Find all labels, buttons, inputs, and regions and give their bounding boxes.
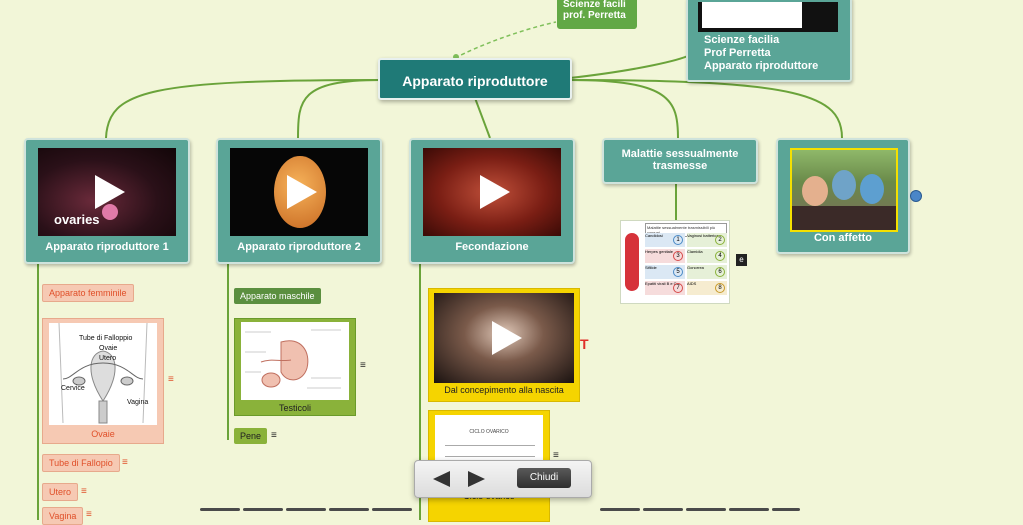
note-icon[interactable]: e: [736, 254, 747, 266]
lines-icon[interactable]: ≡: [360, 360, 366, 371]
topic-label: Fecondazione: [455, 241, 529, 253]
testicoli-image-card[interactable]: Testicoli: [234, 318, 356, 416]
ovaie-image-card[interactable]: Tube di Falloppio Ovaie Utero Cervice Va…: [42, 318, 164, 444]
topic-apparato-riproduttore-2[interactable]: Apparato riproduttore 2: [216, 138, 382, 264]
photo-thumbnail[interactable]: [790, 148, 898, 232]
infographic-title: Malattie sessualmente trasmissibili più …: [645, 223, 727, 237]
subtopic-label: Apparato maschile: [240, 291, 315, 301]
lines-icon[interactable]: ≡: [86, 509, 92, 520]
progress-segment[interactable]: [600, 508, 640, 511]
topic-malattie-sessualmente-trasmesse[interactable]: Malattie sessualmente trasmesse: [602, 138, 758, 184]
video-thumbnail[interactable]: ovaries: [38, 148, 176, 236]
globe-icon[interactable]: [910, 190, 922, 202]
previous-button[interactable]: [431, 469, 453, 489]
subtopic-label: Pene: [240, 431, 262, 441]
card-caption: Testicoli: [278, 403, 311, 413]
close-button-label: Chiudi: [529, 472, 559, 483]
lines-icon[interactable]: ≡: [553, 450, 559, 461]
diagram-label: Cervice: [61, 385, 85, 392]
central-topic-title: Apparato riproduttore: [402, 73, 548, 89]
callout-scienze-facili[interactable]: Scienze facili prof. Perretta: [557, 0, 637, 29]
lines-icon[interactable]: ≡: [122, 457, 128, 468]
play-icon[interactable]: [287, 175, 317, 209]
diagram-label: Utero: [99, 355, 117, 362]
close-button[interactable]: Chiudi: [517, 468, 571, 488]
diagram-label: Ovaie: [99, 345, 118, 352]
subtopic-pene[interactable]: Pene: [234, 428, 268, 444]
subtopic-tube-di-fallopio[interactable]: Tube di Fallopio: [42, 454, 120, 472]
subtopic-label: Apparato femminile: [49, 288, 127, 298]
box-line-1: Scienze facilia: [704, 34, 780, 46]
lines-icon[interactable]: ≡: [168, 374, 174, 385]
diagram-title: CICLO OVARICO: [469, 429, 509, 435]
lines-icon[interactable]: ≡: [81, 486, 87, 497]
topic-fecondazione[interactable]: Fecondazione: [409, 138, 575, 264]
progress-segment[interactable]: [772, 508, 800, 511]
progress-segment[interactable]: [729, 508, 769, 511]
male-anatomy-diagram: [241, 322, 349, 400]
topic-label: Con affetto: [813, 232, 873, 244]
topic-label: Apparato riproduttore 1: [45, 241, 169, 253]
progress-segment[interactable]: [686, 508, 726, 511]
subtopic-apparato-femminile[interactable]: Apparato femminile: [42, 284, 134, 302]
topic-apparato-riproduttore-1[interactable]: ovaries Apparato riproduttore 1: [24, 138, 190, 264]
subtopic-utero[interactable]: Utero: [42, 483, 79, 501]
progress-segment[interactable]: [243, 508, 283, 511]
subtopic-apparato-maschile[interactable]: Apparato maschile: [234, 288, 321, 304]
card-caption: Dal concepimento alla nascita: [444, 385, 564, 395]
subtopic-label: Tube di Fallopio: [49, 458, 113, 468]
diagram-label: Tube di Falloppio: [79, 335, 133, 342]
subtopic-label: Vagina: [49, 511, 77, 521]
card-caption: Ovaie: [91, 429, 115, 439]
box-line-3: Apparato riproduttore: [704, 60, 819, 72]
condom-illustration: [625, 233, 639, 291]
presentation-toolbar: Chiudi: [414, 460, 592, 498]
play-icon[interactable]: [492, 321, 522, 355]
video-thumbnail: [698, 2, 838, 32]
t-marker[interactable]: T: [580, 336, 589, 352]
video-card-concepimento[interactable]: Dal concepimento alla nascita: [428, 288, 580, 402]
progress-segment[interactable]: [372, 508, 412, 511]
progress-segment[interactable]: [329, 508, 369, 511]
play-icon[interactable]: [480, 175, 510, 209]
central-topic[interactable]: Apparato riproduttore: [378, 58, 572, 100]
video-thumbnail[interactable]: [434, 293, 574, 383]
progress-segment[interactable]: [200, 508, 240, 511]
female-anatomy-diagram: Tube di Falloppio Ovaie Utero Cervice Va…: [49, 322, 157, 425]
top-right-video-box[interactable]: Scienze facilia Prof Perretta Apparato r…: [686, 0, 852, 82]
lines-icon[interactable]: ≡: [271, 430, 277, 441]
diagram-label: Vagina: [127, 399, 149, 406]
video-thumbnail[interactable]: [423, 148, 561, 236]
box-line-2: Prof Perretta: [704, 47, 771, 59]
topic-label: Apparato riproduttore 2: [237, 241, 361, 253]
play-icon[interactable]: [95, 175, 125, 209]
arrow-right-icon: [468, 471, 485, 487]
thumb-caption: ovaries: [54, 212, 100, 227]
next-button[interactable]: [465, 469, 487, 489]
arrow-left-icon: [433, 471, 450, 487]
progress-segment[interactable]: [286, 508, 326, 511]
progress-segment[interactable]: [643, 508, 683, 511]
topic-label: Malattie sessualmente trasmesse: [621, 148, 739, 172]
topic-con-affetto[interactable]: Con affetto: [776, 138, 910, 254]
video-thumbnail[interactable]: [230, 148, 368, 236]
subtopic-vagina[interactable]: Vagina: [42, 507, 84, 525]
callout-line-1: Scienze facili: [563, 0, 626, 10]
malattie-infographic[interactable]: Malattie sessualmente trasmissibili più …: [620, 220, 730, 304]
subtopic-label: Utero: [49, 487, 72, 497]
callout-line-2: prof. Perretta: [563, 10, 626, 21]
